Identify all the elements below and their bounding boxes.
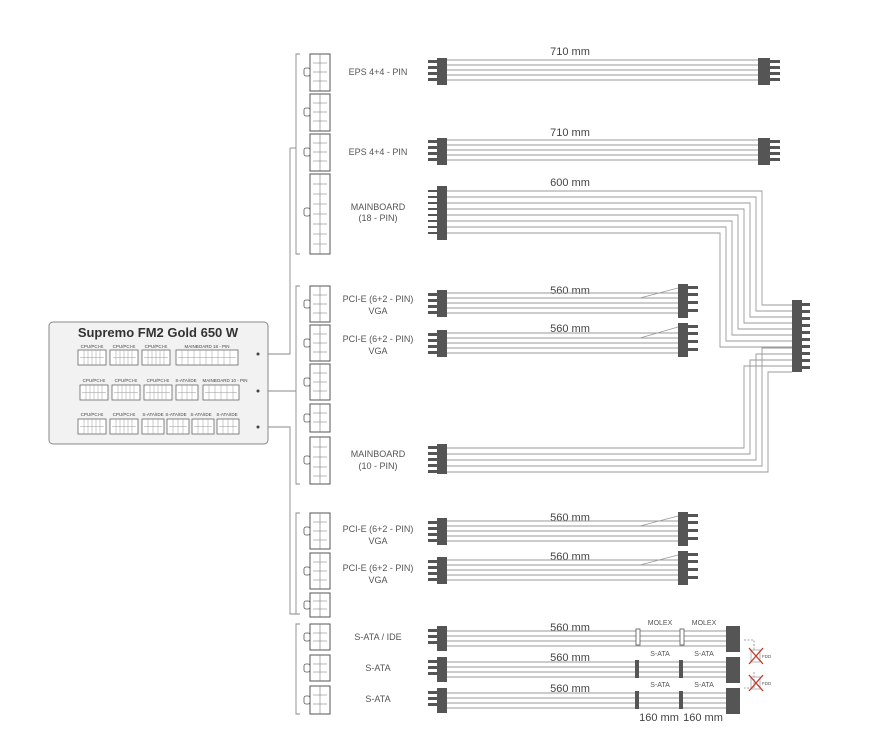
cable-label: EPS 4+4 - PIN: [349, 67, 408, 77]
pcie-cable-2: [428, 323, 698, 357]
psu-unit: Supremo FM2 Gold 650 W CPU/PCI-E CPU/PCI…: [48, 321, 269, 445]
molex-label: MOLEX: [692, 620, 717, 627]
cable-label: MAINBOARD: [351, 449, 406, 459]
cable-label: S-ATA / IDE: [354, 632, 401, 642]
length-label: 600 mm: [550, 177, 590, 189]
length-label: 560 mm: [550, 652, 590, 664]
fdd-connectors: FDD FDD: [744, 639, 772, 692]
sata-label: S-ATA: [694, 651, 714, 658]
socket-grid-lines: [313, 54, 327, 714]
cable-labels: EPS 4+4 - PIN EPS 4+4 - PIN MAINBOARD (1…: [343, 67, 414, 704]
psu-port-label: CPU/PCI-E: [113, 412, 136, 417]
length-label: 560 mm: [550, 323, 590, 335]
psu-indicator-dot: [256, 389, 260, 393]
cable-label: VGA: [368, 575, 387, 585]
psu-port-label: CPU/PCI-E: [115, 378, 138, 383]
psu-title: Supremo FM2 Gold 650 W: [78, 325, 239, 340]
cross-icon: [748, 647, 764, 665]
segment-length-label: 160 mm: [683, 712, 723, 724]
cable-label: (18 - PIN): [358, 213, 397, 223]
psu-connection-lines: [268, 148, 296, 484]
cable-label: PCI-E (6+2 - PIN): [343, 334, 414, 344]
cable-label: VGA: [368, 346, 387, 356]
segment-length-label: 160 mm: [639, 712, 679, 724]
peripheral-labels: MOLEX MOLEX S-ATA S-ATA S-ATA S-ATA 160 …: [639, 620, 723, 724]
fdd-label: FDD: [762, 681, 772, 686]
length-label: 560 mm: [550, 622, 590, 634]
sata-cable-2: [428, 657, 740, 683]
pcie-cable-3: [428, 512, 698, 546]
cable-label: S-ATA: [365, 663, 390, 673]
psu-indicator-dot: [256, 352, 260, 356]
psu-port-label: S-ATA/IDE: [142, 412, 163, 417]
cable-label: (10 - PIN): [358, 461, 397, 471]
sata-cable-3: [428, 688, 740, 714]
cable-label: VGA: [368, 306, 387, 316]
molex-label: MOLEX: [648, 620, 673, 627]
psu-port-label: CPU/PCI-E: [147, 378, 170, 383]
length-label: 560 mm: [550, 551, 590, 563]
psu-port-label: CPU/PCI-E: [81, 344, 104, 349]
length-label: 560 mm: [550, 512, 590, 524]
cross-icon: [748, 674, 764, 692]
cable-label: VGA: [368, 536, 387, 546]
cable-label: PCI-E (6+2 - PIN): [343, 294, 414, 304]
length-label: 710 mm: [550, 46, 590, 58]
cable-label: PCI-E (6+2 - PIN): [343, 563, 414, 573]
psu-port-label: S-ATA/IDE: [175, 378, 196, 383]
psu-port-label: CPU/PCI-E: [81, 412, 104, 417]
psu-port-label: S-ATA/IDE: [165, 412, 186, 417]
sata-label: S-ATA: [650, 651, 670, 658]
length-label: 560 mm: [550, 683, 590, 695]
pcie-cable-4: [428, 551, 698, 585]
length-label: 710 mm: [550, 127, 590, 139]
sata-cable-1: [428, 626, 740, 652]
mainboard-cable: [428, 186, 810, 474]
psu-port-label: S-ATA/IDE: [190, 412, 211, 417]
psu-port-label: MAINBOARD 18 - PIN: [184, 344, 229, 349]
psu-port-label: MAINBOARD 10 - PIN: [202, 378, 247, 383]
cable-label: MAINBOARD: [351, 202, 406, 212]
psu-indicator-dot: [256, 425, 260, 429]
cable-label: EPS 4+4 - PIN: [349, 147, 408, 157]
psu-port-label: CPU/PCI-E: [113, 344, 136, 349]
sata-label: S-ATA: [650, 682, 670, 689]
eps-cable-1: [428, 58, 780, 85]
psu-port-label: S-ATA/IDE: [216, 412, 237, 417]
eps-cable-2: [428, 138, 780, 165]
psu-port-label: CPU/PCI-E: [83, 378, 106, 383]
fdd-label: FDD: [762, 654, 772, 659]
psu-socket-row-1: [77, 349, 239, 366]
length-labels: 710 mm 710 mm 600 mm 560 mm 560 mm 560 m…: [550, 46, 590, 695]
sata-label: S-ATA: [694, 682, 714, 689]
pcie-cable-1: [428, 284, 698, 318]
cable-label: S-ATA: [365, 694, 390, 704]
cable-label: PCI-E (6+2 - PIN): [343, 524, 414, 534]
psu-port-label: CPU/PCI-E: [145, 344, 168, 349]
socket-clips: [303, 67, 311, 705]
connector-brackets: [289, 53, 300, 715]
length-label: 560 mm: [550, 285, 590, 297]
